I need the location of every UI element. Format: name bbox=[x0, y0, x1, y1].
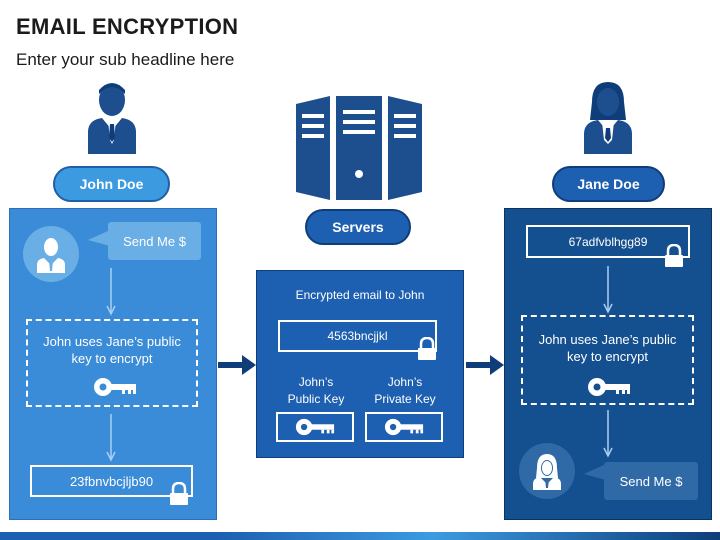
public-key-label-line2: Public Key bbox=[287, 392, 345, 406]
john-cipher-box: 23fbnvbcjljb90 bbox=[30, 465, 193, 497]
john-step-line1: John uses Jane’s public bbox=[43, 334, 181, 349]
john-avatar-icon bbox=[23, 226, 79, 282]
public-key-box bbox=[276, 412, 354, 442]
john-step-line2: key to encrypt bbox=[71, 351, 153, 366]
server-cipher-box: 4563bncjjkl bbox=[278, 320, 437, 352]
jane-step-line1: John uses Jane’s public bbox=[538, 332, 677, 347]
servers-label: Servers bbox=[305, 209, 411, 245]
right-arrow-icon bbox=[218, 355, 256, 375]
down-arrow-icon bbox=[106, 414, 116, 462]
jane-step-line2: key to encrypt bbox=[567, 349, 648, 364]
jane-doe-label: Jane Doe bbox=[552, 166, 665, 202]
private-key-label-line1: John’s bbox=[387, 375, 423, 389]
key-icon bbox=[588, 378, 630, 396]
jane-avatar-icon bbox=[519, 443, 575, 499]
footer-bar bbox=[0, 532, 720, 540]
jane-bubble-tail bbox=[584, 464, 606, 480]
page-title: EMAIL ENCRYPTION bbox=[16, 14, 239, 39]
jane-person-icon bbox=[584, 82, 632, 154]
lock-icon bbox=[170, 482, 188, 505]
jane-decrypt-step: John uses Jane’s public key to encrypt bbox=[521, 315, 694, 405]
john-doe-label: John Doe bbox=[53, 166, 170, 202]
page-subtitle: Enter your sub headline here bbox=[16, 50, 235, 69]
john-send-me-bubble: Send Me $ bbox=[108, 222, 201, 260]
key-icon bbox=[295, 418, 335, 436]
lock-icon bbox=[665, 244, 683, 267]
private-key-label-line2: Private Key bbox=[374, 392, 436, 406]
key-icon bbox=[384, 418, 424, 436]
john-person-icon bbox=[88, 83, 136, 154]
down-arrow-icon bbox=[106, 268, 116, 316]
john-bubble-tail bbox=[88, 230, 110, 246]
right-arrow-icon bbox=[466, 355, 504, 375]
down-arrow-icon bbox=[603, 266, 613, 314]
servers-icon bbox=[296, 96, 422, 200]
lock-icon bbox=[418, 337, 436, 360]
down-arrow-icon bbox=[603, 410, 613, 458]
key-icon bbox=[94, 378, 136, 396]
john-encrypt-step: John uses Jane’s public key to encrypt bbox=[26, 319, 198, 407]
server-panel-heading: Encrypted email to John bbox=[295, 288, 425, 302]
server-panel bbox=[256, 270, 464, 458]
jane-cipher-box: 67adfvblhgg89 bbox=[526, 225, 690, 258]
public-key-label-line1: John’s bbox=[298, 375, 334, 389]
private-key-box bbox=[365, 412, 443, 442]
jane-send-me-bubble: Send Me $ bbox=[604, 462, 698, 500]
